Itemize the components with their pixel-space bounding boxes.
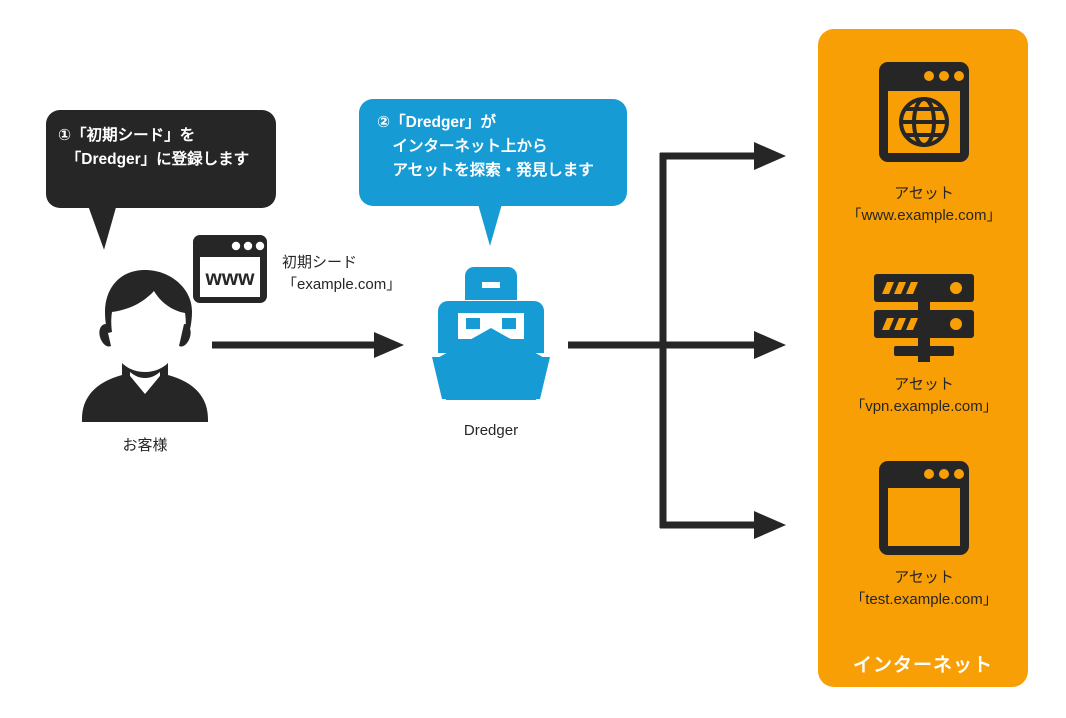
seed-label: 初期シード 「example.com」 bbox=[282, 254, 402, 293]
browser-window-icon bbox=[875, 457, 973, 564]
speech-bubble-step-1: ①「初期シード」を 「Dredger」に登録します bbox=[46, 110, 276, 208]
ship-icon bbox=[430, 265, 552, 410]
arrow-branch-to-assets bbox=[566, 140, 796, 545]
svg-text:www: www bbox=[204, 267, 255, 290]
arrow-seed-to-dredger bbox=[208, 328, 408, 367]
asset-label-2: アセット 「vpn.example.com」 bbox=[850, 376, 998, 415]
internet-panel-label: インターネット bbox=[852, 655, 993, 676]
asset-label-3: アセット 「test.example.com」 bbox=[850, 569, 998, 608]
asset-label-1: アセット 「www.example.com」 bbox=[846, 185, 1002, 224]
www-browser-icon: www bbox=[191, 233, 269, 310]
dredger-label: Dredger bbox=[463, 422, 519, 439]
customer-label: お客様 bbox=[122, 437, 168, 454]
speech-bubble-step-2: ②「Dredger」が インターネット上から アセットを探索・発見します bbox=[359, 99, 627, 206]
globe-browser-icon bbox=[875, 58, 973, 173]
server-rack-icon bbox=[868, 272, 980, 373]
person-icon bbox=[75, 262, 215, 427]
speech-bubble-step-2-tail bbox=[478, 204, 502, 246]
